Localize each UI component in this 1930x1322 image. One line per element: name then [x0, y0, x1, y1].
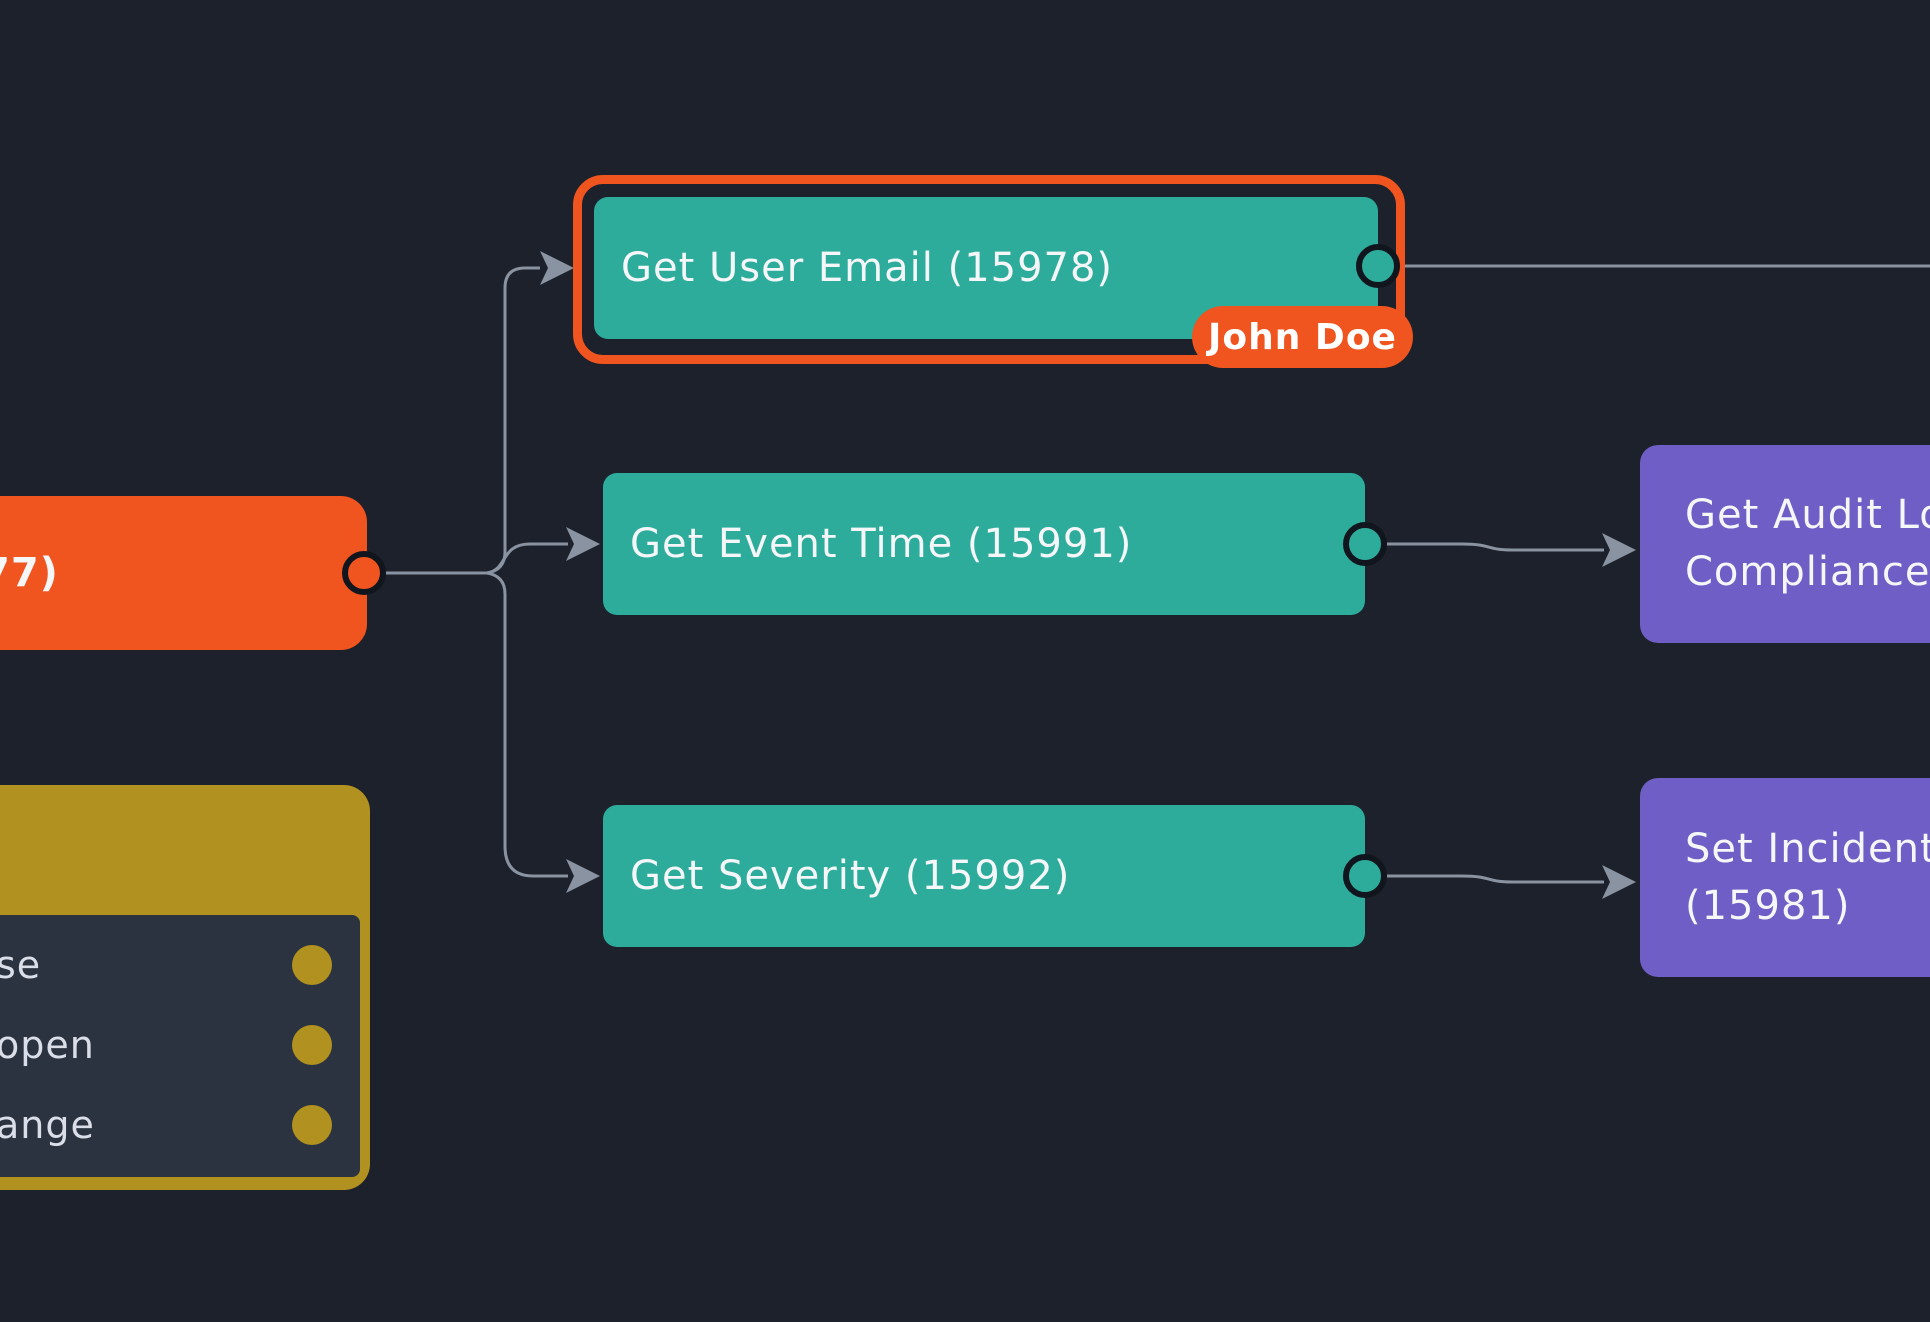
output-port-get-user-email[interactable] [1356, 244, 1400, 288]
decision-output-label: open [0, 1023, 95, 1067]
owner-badge-label: John Doe [1208, 316, 1397, 358]
node-label: Get Severity (15992) [630, 853, 1071, 899]
node-label: Get Event Time (15991) [630, 521, 1133, 567]
edge-to-get-user-email[interactable] [486, 266, 540, 575]
decision-body: se open ange [0, 915, 360, 1177]
node-set-incident[interactable]: Set Incident (15981) [1640, 778, 1930, 977]
node-get-audit-log[interactable]: Get Audit Log Compliance [1640, 445, 1930, 643]
selection-outline [573, 175, 1405, 364]
arrowhead-set-incident [1602, 865, 1636, 899]
arrowhead-get-event-time [566, 527, 600, 561]
node-label-line2: Compliance [1685, 549, 1930, 595]
decision-output-row[interactable]: ange [0, 1085, 360, 1165]
arrowhead-get-audit-log [1602, 533, 1636, 567]
node-label: 77) [0, 550, 59, 596]
edge-to-set-incident[interactable] [1387, 874, 1604, 884]
owner-badge: John Doe [1192, 306, 1413, 368]
node-label-line1: Get Audit Log [1685, 492, 1930, 538]
node-label-line2: (15981) [1685, 882, 1851, 929]
node-label: Get User Email (15978) [621, 245, 1114, 291]
arrowhead-get-severity [566, 859, 600, 893]
arrowhead-get-user-email [540, 251, 574, 285]
node-label-line1: Set Incident [1685, 825, 1930, 872]
output-port-upstream-action[interactable] [342, 551, 386, 595]
edge-to-get-audit-log[interactable] [1387, 542, 1604, 552]
edge-to-get-event-time[interactable] [486, 542, 568, 575]
decision-output-row[interactable]: open [0, 1005, 360, 1085]
node-get-severity[interactable]: Get Severity (15992) [603, 805, 1365, 947]
decision-output-port[interactable] [292, 1105, 332, 1145]
decision-output-label: se [0, 943, 42, 987]
edge-to-get-severity[interactable] [486, 571, 568, 878]
decision-output-port[interactable] [292, 945, 332, 985]
decision-output-row[interactable]: se [0, 925, 360, 1005]
node-get-event-time[interactable]: Get Event Time (15991) [603, 473, 1365, 615]
decision-output-label: ange [0, 1103, 95, 1147]
decision-output-port[interactable] [292, 1025, 332, 1065]
output-port-get-severity[interactable] [1343, 854, 1387, 898]
node-decision[interactable]: se open ange [0, 785, 370, 1190]
node-upstream-action[interactable]: 77) [0, 496, 367, 650]
output-port-get-event-time[interactable] [1343, 522, 1387, 566]
